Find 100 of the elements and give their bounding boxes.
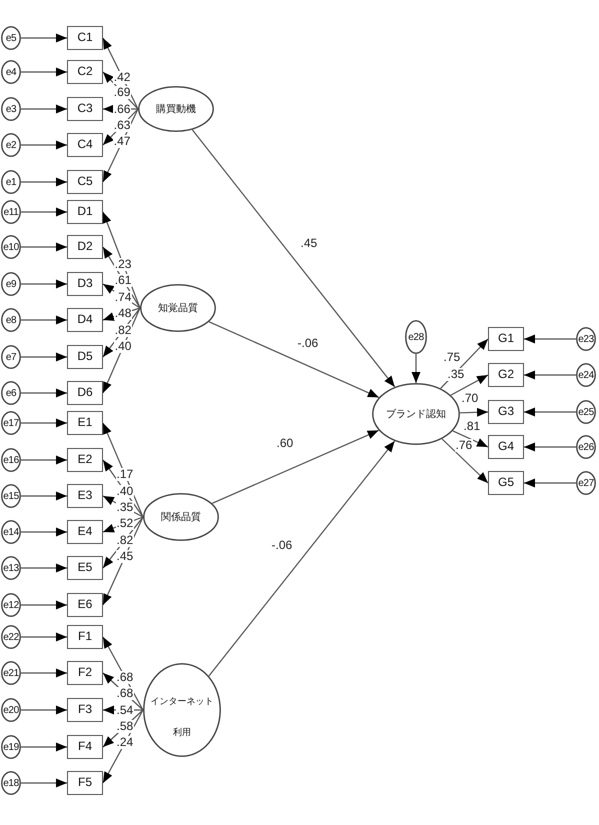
variable-box: D6 (67, 381, 103, 405)
arrow (21, 706, 67, 714)
edge-label: .52 (116, 517, 134, 530)
variable-box: D1 (67, 200, 103, 224)
arrow (450, 374, 488, 396)
variable-box: C3 (67, 97, 103, 121)
arrow (21, 632, 67, 642)
arrow (524, 478, 576, 488)
arrow (102, 422, 144, 518)
arrow (102, 246, 141, 308)
edge-label: .40 (116, 484, 134, 498)
error-circle: e18 (1, 771, 21, 795)
variable-box: E6 (67, 593, 103, 617)
arrow (21, 68, 67, 76)
error-circle: e26 (576, 435, 596, 459)
variable-box: F3 (67, 698, 103, 722)
edge-label: .40 (114, 340, 132, 353)
variable-box: E2 (67, 448, 103, 472)
variable-box: D4 (67, 308, 103, 332)
error-circle: e22 (1, 625, 21, 649)
arrow (192, 129, 396, 388)
variable-box: C4 (67, 133, 103, 157)
edge-label: .17 (116, 468, 134, 482)
variable-box: E1 (67, 411, 103, 435)
variable-box: E4 (67, 520, 103, 544)
arrow (21, 600, 67, 610)
variable-box: F5 (67, 771, 103, 795)
arrow (102, 516, 144, 606)
edge-label: .74 (114, 290, 132, 304)
arrow (460, 408, 488, 417)
error-circle: e4 (1, 60, 21, 84)
edge-label: .69 (112, 86, 132, 99)
arrow (21, 564, 67, 572)
arrow (21, 352, 67, 362)
edge-label: .68 (116, 686, 134, 700)
variable-box: C5 (67, 170, 103, 194)
error-circle: e13 (1, 556, 21, 580)
variable-box: E5 (67, 556, 103, 580)
error-circle: e19 (1, 735, 21, 759)
latent-ellipse: インターネット 利用 (143, 663, 221, 757)
arrow (21, 242, 67, 252)
latent-ellipse: 関係品質 (143, 493, 219, 541)
arrow (102, 460, 144, 518)
edge-label: .70 (460, 392, 480, 404)
arrow (524, 408, 576, 416)
error-circle: e6 (1, 381, 21, 405)
error-circle: e5 (1, 26, 21, 50)
arrow (102, 710, 144, 784)
error-circle: e23 (576, 327, 596, 351)
edge-label: .42 (112, 70, 132, 84)
edge-label: .60 (276, 436, 294, 450)
error-circle: e7 (1, 345, 21, 369)
variable-box: C2 (67, 60, 103, 84)
edge-label: .45 (300, 236, 318, 250)
variable-box: F2 (67, 661, 103, 685)
variable-box: E3 (67, 484, 103, 508)
arrow (21, 418, 67, 428)
edge-label: .47 (112, 135, 132, 148)
error-circle: e16 (1, 448, 21, 472)
error-circle: e15 (1, 484, 21, 508)
arrow (208, 321, 380, 398)
error-circle: e2 (1, 133, 21, 157)
arrow (524, 334, 576, 344)
edge-label: .82 (114, 324, 132, 337)
edge-label: -.06 (296, 336, 320, 350)
variable-box: G4 (488, 435, 524, 459)
latent-ellipse: 購買動機 (138, 86, 214, 132)
variable-box: G1 (488, 327, 524, 351)
edge-label: .24 (116, 736, 134, 750)
arrow (208, 440, 396, 676)
arrow (21, 34, 67, 42)
arrow (21, 742, 67, 752)
error-circle: e28 (405, 320, 427, 354)
error-circle: e21 (1, 661, 21, 685)
arrow (102, 308, 140, 358)
error-circle: e27 (576, 471, 596, 495)
error-circle: e12 (1, 593, 21, 617)
edge-label: .81 (462, 420, 482, 432)
error-circle: e25 (576, 400, 596, 424)
latent-ellipse: ブランド認知 (372, 383, 460, 445)
edge-label: .35 (446, 368, 466, 380)
arrow (21, 778, 67, 788)
variable-box: F1 (67, 625, 103, 649)
variable-box: G2 (488, 363, 524, 387)
arrow (21, 528, 67, 536)
arrow (21, 668, 67, 678)
variable-box: C1 (67, 26, 103, 50)
error-circle: e17 (1, 411, 21, 435)
error-circle: e24 (576, 363, 596, 387)
arrow (21, 388, 67, 398)
edge-label: .45 (116, 550, 134, 564)
arrow (102, 308, 141, 394)
edge-label: -.06 (270, 538, 294, 552)
arrow (442, 438, 488, 484)
edge-label: .75 (442, 350, 462, 364)
latent-ellipse: 知覚品質 (140, 284, 216, 332)
error-circle: e10 (1, 235, 21, 259)
arrow (412, 354, 420, 383)
edge-label: .35 (116, 501, 134, 514)
arrow (102, 212, 141, 308)
